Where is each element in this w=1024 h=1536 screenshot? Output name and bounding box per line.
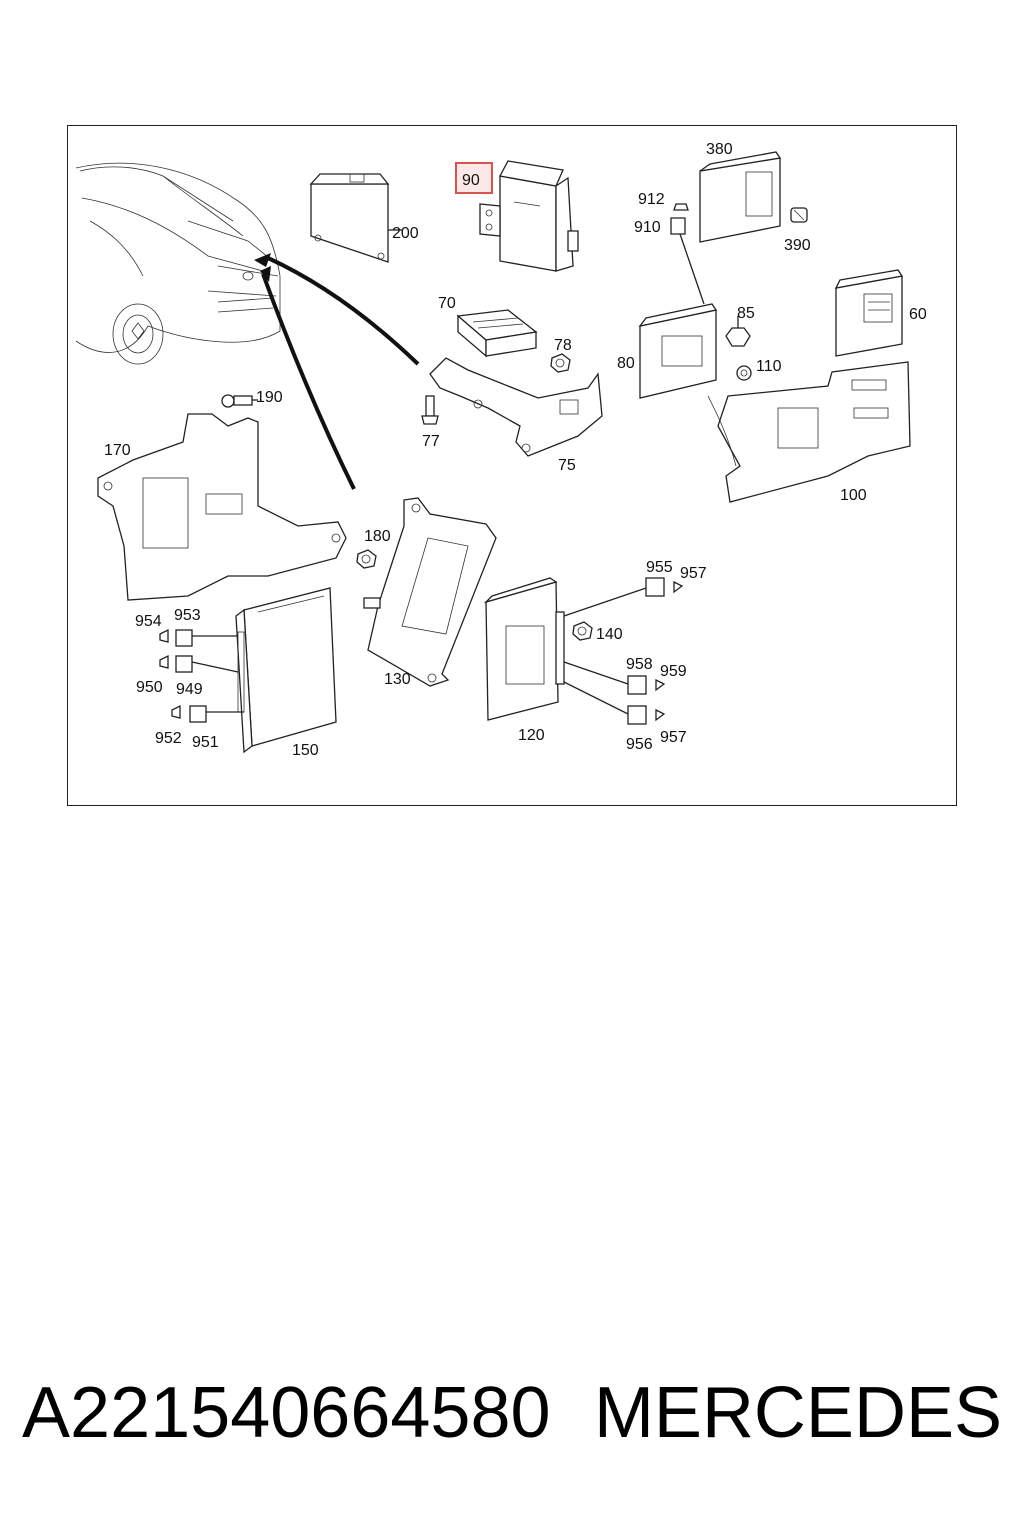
- callout-75[interactable]: 75: [558, 457, 576, 474]
- callout-958[interactable]: 958: [626, 656, 653, 673]
- connector-958: [563, 661, 647, 695]
- brand-name: MERCEDES: [593, 1373, 1002, 1453]
- callout-950[interactable]: 950: [136, 679, 163, 696]
- pin-950: [159, 654, 169, 669]
- plug-390: [790, 207, 808, 223]
- nut-180: [356, 549, 377, 569]
- callout-953[interactable]: 953: [174, 607, 201, 624]
- bracket-75: [429, 357, 603, 457]
- connector-910: [670, 217, 705, 305]
- callout-120[interactable]: 120: [518, 727, 545, 744]
- callout-100[interactable]: 100: [840, 487, 867, 504]
- connector-955: [563, 577, 665, 617]
- callout-951[interactable]: 951: [192, 734, 219, 751]
- module-70: [456, 309, 538, 358]
- module-200: [309, 173, 402, 263]
- highlight-box-90: [455, 162, 493, 194]
- callout-110[interactable]: 110: [756, 358, 782, 375]
- callout-957-upper[interactable]: 957: [680, 565, 707, 582]
- parts-diagram-frame: 90 200 380 912 910 390 70 78 85 60 80 11…: [67, 125, 957, 806]
- screw-77: [421, 395, 439, 425]
- callout-77[interactable]: 77: [422, 433, 440, 450]
- pin-957-upper: [673, 580, 684, 594]
- callout-949[interactable]: 949: [176, 681, 203, 698]
- callout-80[interactable]: 80: [617, 355, 635, 372]
- callout-180[interactable]: 180: [364, 528, 391, 545]
- callout-956[interactable]: 956: [626, 736, 653, 753]
- callout-150[interactable]: 150: [292, 742, 319, 759]
- callout-200[interactable]: 200: [392, 225, 419, 242]
- callout-957-lower[interactable]: 957: [660, 729, 687, 746]
- callout-190[interactable]: 190: [256, 389, 283, 406]
- connector-912: [673, 203, 689, 211]
- part-number: A221540664580: [22, 1373, 551, 1453]
- callout-380[interactable]: 380: [706, 141, 733, 158]
- connector-951: [189, 705, 244, 723]
- module-60: [834, 269, 904, 357]
- module-150: [235, 587, 337, 754]
- car-rear-illustration: [75, 162, 281, 365]
- pin-957-lower: [655, 708, 666, 722]
- nut-78: [550, 353, 571, 373]
- callout-60[interactable]: 60: [909, 306, 927, 323]
- parts-diagram: 90 200 380 912 910 390 70 78 85 60 80 11…: [75, 141, 927, 759]
- callout-70[interactable]: 70: [438, 295, 456, 312]
- screw-190: [221, 394, 258, 408]
- screw-85: [725, 316, 751, 347]
- module-80: [638, 303, 718, 399]
- bracket-100: [707, 361, 911, 503]
- callout-140[interactable]: 140: [596, 626, 623, 643]
- pointer-arrows: [254, 253, 420, 490]
- connector-956: [563, 681, 647, 725]
- bracket-130: [363, 497, 497, 687]
- connector-953: [175, 629, 238, 647]
- callout-130[interactable]: 130: [384, 671, 411, 688]
- callout-78[interactable]: 78: [554, 337, 572, 354]
- callout-85[interactable]: 85: [737, 305, 755, 322]
- pin-959: [655, 678, 666, 692]
- callout-390[interactable]: 390: [784, 237, 811, 254]
- callout-912[interactable]: 912: [638, 191, 665, 208]
- module-120: [483, 577, 565, 721]
- callout-170[interactable]: 170: [104, 442, 131, 459]
- callout-959[interactable]: 959: [660, 663, 687, 680]
- callout-955[interactable]: 955: [646, 559, 673, 576]
- bracket-170: [97, 413, 347, 601]
- module-380: [699, 151, 782, 243]
- callout-952[interactable]: 952: [155, 730, 182, 747]
- callout-954[interactable]: 954: [135, 613, 162, 630]
- nut-140: [572, 621, 593, 641]
- module-90: [479, 160, 579, 272]
- callout-910[interactable]: 910: [634, 219, 661, 236]
- footer: A221540664580 MERCEDES: [0, 1372, 1024, 1472]
- callout-90[interactable]: 90: [462, 172, 480, 189]
- nut-110: [736, 365, 752, 381]
- connector-949: [175, 655, 239, 673]
- pin-954: [159, 628, 169, 643]
- pin-952: [171, 704, 181, 719]
